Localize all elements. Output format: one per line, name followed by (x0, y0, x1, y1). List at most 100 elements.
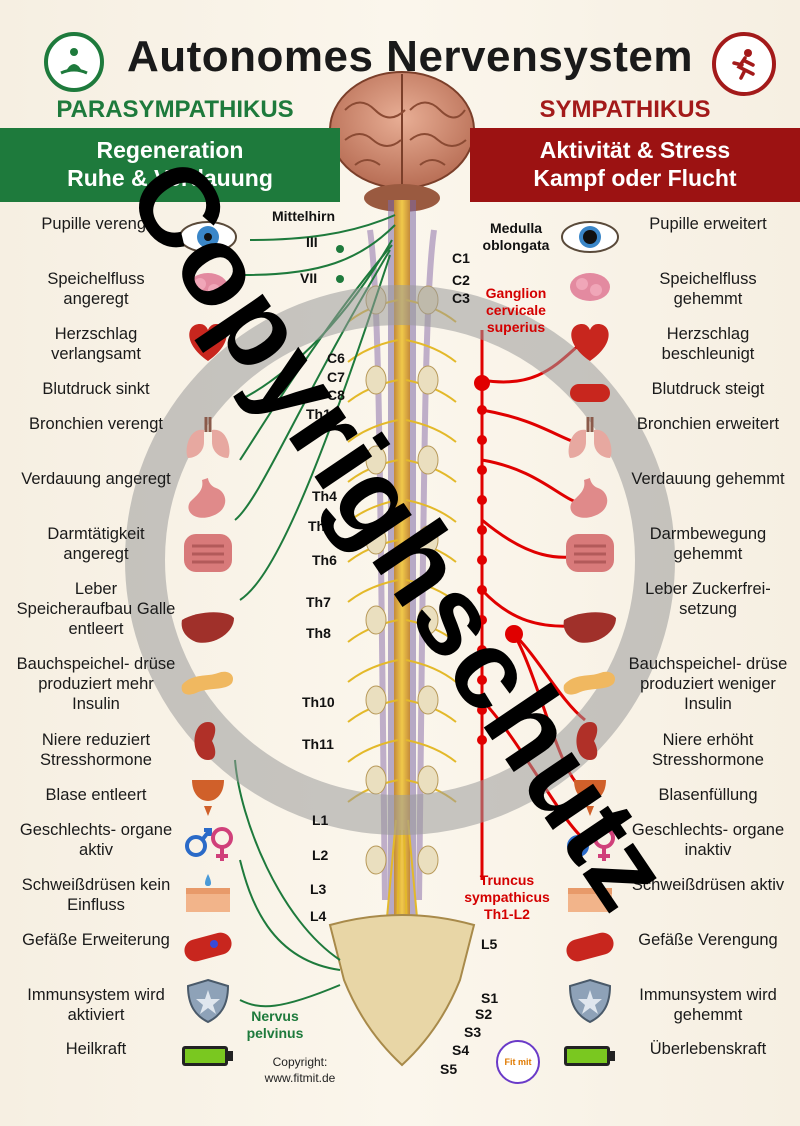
label-medulla: Medulla oblongata (482, 220, 550, 253)
lungs-icon (568, 417, 612, 458)
para-effect-genitals: Geschlechts- organe aktiv (19, 821, 173, 859)
fitmit-logo: Fit mit (496, 1040, 540, 1084)
liver-icon (563, 612, 616, 643)
gender-symbols-icon (185, 827, 233, 861)
para-effect-bronchi: Bronchien verengt (29, 415, 163, 433)
sym-effect-bloodpressure: Blutdruck steigt (651, 380, 765, 398)
stomach-icon (188, 478, 226, 518)
sym-effect-bladder: Blasenfüllung (658, 786, 758, 804)
copyright-notice: Copyright: www.fitmit.de (250, 1054, 350, 1086)
label-c7: C7 (327, 369, 345, 385)
banner-line-1: Aktivität & Stress (539, 137, 731, 164)
label-nervus-pelvinus: Nervus pelvinus (246, 1008, 304, 1041)
blood-vessel-icon (184, 932, 232, 962)
para-effect-vessels: Gefäße Erweiterung (22, 931, 170, 949)
para-effect-liver: Leber Speicheraufbau Galle entleert (16, 580, 176, 638)
trunk-ganglia (474, 375, 523, 745)
label-s2: S2 (475, 1006, 493, 1022)
parasympathetic-heading: PARASYMPATHIKUS (56, 96, 294, 123)
label-c2: C2 (452, 272, 470, 288)
label-cranial-nerve-3: III (306, 234, 318, 250)
stomach-icon (570, 478, 608, 518)
blood-vessel-icon (570, 384, 610, 402)
banner-line-2: Ruhe & Verdauung (67, 165, 273, 191)
para-effect-digestion: Verdauung angeregt (21, 470, 171, 488)
sweat-gland-icon (568, 888, 612, 912)
fitmit-logo-text: Fit mit (504, 1057, 532, 1067)
label-cranial-nerve-7: VII (300, 270, 318, 286)
sweat-gland-icon (186, 874, 230, 912)
eye-icon (561, 221, 619, 253)
label-th1: Th1 (306, 406, 331, 422)
sacrum (328, 914, 476, 1067)
para-effect-saliva: Speichelfluss angeregt (47, 270, 145, 308)
para-effect-pupil: Pupille verengt (41, 215, 151, 233)
label-s1: S1 (481, 990, 499, 1006)
sym-effect-survival: Überlebenskraft (649, 1040, 767, 1058)
label-th6: Th6 (312, 552, 337, 568)
banner-line-1: Regeneration (96, 137, 244, 164)
label-c3: C3 (452, 290, 470, 306)
sym-effect-vessels: Gefäße Verengung (638, 931, 778, 949)
label-th5: Th5 (308, 518, 333, 534)
label-s3: S3 (464, 1024, 482, 1040)
label-c6: C6 (327, 350, 345, 366)
label-ganglion: Ganglion cervicale superius (485, 285, 547, 335)
sym-effect-sweat: Schweißdrüsen aktiv (631, 876, 785, 894)
para-effect-pancreas: Bauchspeichel- drüse produziert mehr Ins… (16, 655, 176, 713)
heart-icon (571, 324, 609, 361)
para-effect-healing: Heilkraft (65, 1040, 127, 1058)
blood-vessel-icon (566, 932, 614, 962)
copyright-url: www.fitmit.de (264, 1071, 336, 1085)
gender-symbols-icon (567, 827, 615, 861)
label-th8: Th8 (306, 625, 331, 641)
running-person-icon (712, 32, 776, 96)
salivary-gland-icon (570, 273, 610, 301)
para-effect-heart: Herzschlag verlangsamt (51, 325, 141, 363)
sympathetic-banner: Aktivität & Stress Kampf oder Flucht (470, 128, 800, 202)
sym-effect-immune: Immunsystem wird gehemmt (639, 986, 777, 1024)
label-th7: Th7 (306, 594, 331, 610)
label-l1: L1 (312, 812, 329, 828)
para-effect-bloodpressure: Blutdruck sinkt (42, 380, 150, 398)
meditation-icon (44, 32, 104, 92)
bladder-icon (574, 780, 606, 816)
label-s5: S5 (440, 1061, 458, 1077)
para-effect-intestine: Darmtätigkeit angeregt (47, 525, 145, 563)
sym-effect-pupil: Pupille erweitert (649, 215, 767, 233)
label-c8: C8 (327, 387, 345, 403)
para-effect-kidney: Niere reduziert Stresshormone (40, 731, 152, 769)
watermark-circle (125, 285, 675, 835)
pancreas-icon (563, 671, 616, 695)
label-truncus: Truncus sympathicus Th1-L2 (464, 872, 550, 922)
kidney-icon (576, 722, 598, 760)
sym-effect-pancreas: Bauchspeichel- drüse produziert weniger … (628, 655, 788, 713)
label-s4: S4 (452, 1042, 470, 1058)
label-l4: L4 (310, 908, 327, 924)
copyright-line-1: Copyright: (272, 1055, 328, 1069)
sym-effect-saliva: Speichelfluss gehemmt (659, 270, 757, 308)
page-title: Autonomes Nervensystem (126, 32, 694, 81)
shield-icon (186, 978, 230, 1024)
battery-full-icon (182, 1046, 233, 1066)
kidney-icon (194, 722, 216, 760)
sym-effect-liver: Leber Zuckerfrei- setzung (645, 580, 771, 618)
label-c1: C1 (452, 250, 470, 266)
label-th11: Th11 (302, 736, 334, 752)
pancreas-icon (181, 671, 234, 695)
parasympathetic-nerves (234, 214, 396, 1008)
brain (329, 71, 475, 212)
intestine-icon (566, 534, 614, 572)
sym-effect-intestine: Darmbewegung gehemmt (649, 525, 767, 563)
sympathetic-heading: SYMPATHIKUS (539, 96, 711, 123)
sym-effect-bronchi: Bronchien erweitert (636, 415, 780, 433)
heart-icon (189, 324, 227, 361)
label-midbrain: Mittelhirn (272, 208, 335, 224)
label-th4: Th4 (312, 488, 337, 504)
label-l2: L2 (312, 847, 329, 863)
banner-line-2: Kampf oder Flucht (533, 165, 737, 191)
bladder-icon (192, 780, 224, 816)
sym-effect-heart: Herzschlag beschleunigt (661, 325, 755, 363)
lungs-icon (186, 417, 230, 458)
